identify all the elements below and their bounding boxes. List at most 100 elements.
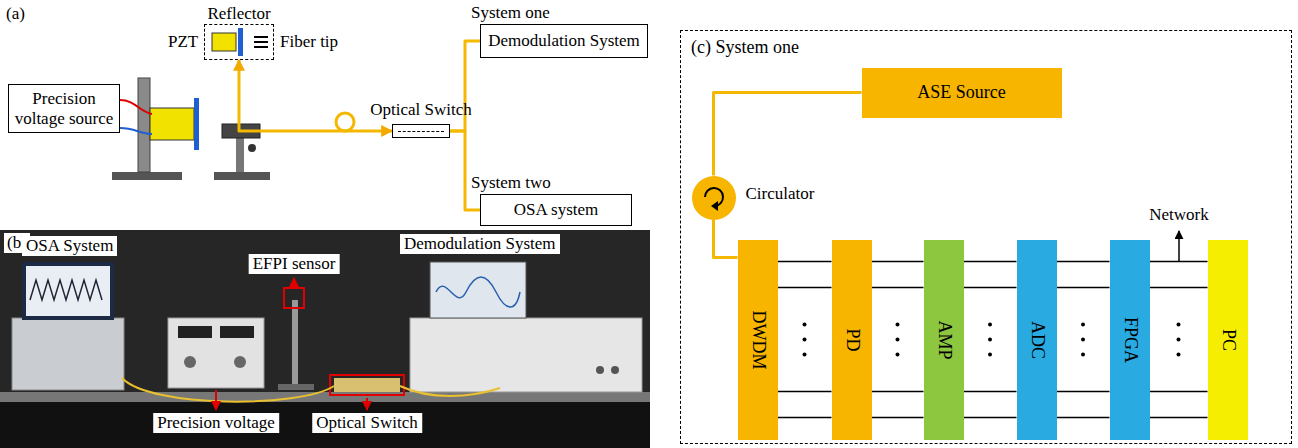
reflector-box: Reflector	[204, 24, 274, 60]
setup-photo	[436, 277, 520, 307]
fiber-connector	[714, 220, 738, 258]
setup-photo	[330, 375, 404, 395]
bus-dot	[988, 338, 992, 342]
setup-photo	[366, 398, 368, 410]
label-text: Fiber tip	[280, 32, 338, 52]
setup-photo	[0, 230, 650, 448]
setup-photo	[293, 278, 295, 286]
fiber-connector	[714, 93, 862, 176]
network-arrow	[1179, 231, 1180, 262]
fiber-coil	[336, 113, 354, 131]
setup-photo	[596, 366, 604, 374]
reflector-detail	[254, 46, 268, 48]
bus-line	[872, 261, 924, 263]
heading-text: PC	[1217, 328, 1238, 350]
bus-line	[1150, 391, 1208, 393]
setup-photo	[430, 262, 526, 318]
setup-photo	[30, 280, 102, 300]
bus-dot	[896, 323, 900, 327]
bus-line	[778, 261, 832, 263]
bus-dot	[1081, 338, 1085, 342]
process-box: FPGA	[1110, 240, 1150, 440]
setup-photo	[184, 356, 196, 368]
fiber-connector	[239, 60, 392, 131]
voltage-source-box: Precision voltage source	[8, 84, 120, 133]
mount-illustration	[138, 78, 150, 172]
heading-text: System one	[471, 3, 550, 23]
bus-line	[1057, 417, 1110, 419]
circulator-arc	[705, 188, 723, 206]
heading-text: DWDM	[747, 310, 768, 369]
reflector-detail	[212, 28, 268, 56]
setup-photo	[168, 318, 264, 388]
bus-line	[1150, 417, 1208, 419]
reflector-detail	[254, 41, 268, 43]
bus-line	[964, 391, 1017, 393]
signal-bus	[1150, 262, 1208, 418]
bus-line	[964, 287, 1017, 289]
bus-line	[872, 287, 924, 289]
heading-text: PD	[841, 328, 862, 351]
bus-dot	[803, 338, 807, 342]
bus-dot	[896, 353, 900, 357]
label-text: Network	[1149, 205, 1208, 225]
label-text: (a)	[6, 4, 25, 24]
fiber-connector	[450, 131, 480, 210]
heading-text: Reflector	[207, 4, 270, 24]
signal-bus	[778, 262, 832, 418]
label-text: PZT	[168, 32, 198, 52]
setup-photo	[122, 378, 334, 402]
heading-text: Circulator	[746, 184, 815, 204]
heading-text: (c) System one	[691, 37, 799, 58]
mount-illustration	[214, 172, 270, 180]
reflector-detail	[254, 36, 268, 38]
bus-line	[778, 391, 832, 393]
setup-photo	[400, 386, 500, 396]
heading-text: FPGA	[1119, 316, 1140, 362]
signal-bus	[964, 262, 1017, 418]
signal-bus	[1057, 262, 1110, 418]
bus-line	[1057, 391, 1110, 393]
setup-photo	[220, 326, 254, 338]
setup-photo	[410, 318, 642, 392]
setup-photo	[334, 378, 400, 392]
bus-dot	[1177, 353, 1181, 357]
box-text: Precision voltage source	[14, 89, 114, 128]
bus-dot	[803, 323, 807, 327]
label-text: Optical Switch	[312, 413, 422, 433]
bus-dot	[1177, 338, 1181, 342]
heading-text: Optical Switch	[370, 100, 472, 120]
box-text: Demodulation System	[488, 31, 640, 51]
process-box: AMP	[924, 240, 964, 440]
setup-photo	[26, 266, 110, 316]
setup-photo	[292, 300, 298, 386]
reflector-detail	[238, 28, 243, 56]
setup-photo	[178, 326, 212, 338]
setup-photo	[0, 402, 650, 448]
bus-line	[1057, 261, 1110, 263]
box-text: ASE Source	[917, 82, 1006, 103]
mount-illustration	[150, 108, 194, 140]
system-box: System oneDemodulation System	[480, 24, 648, 58]
bus-dot	[1177, 323, 1181, 327]
process-box: ADC	[1017, 240, 1057, 440]
voltage-wires	[120, 100, 152, 114]
voltage-wires	[120, 128, 152, 134]
setup-photo	[284, 288, 304, 308]
bus-line	[964, 417, 1017, 419]
setup-photo	[0, 230, 650, 448]
label-text: OSA System	[22, 236, 117, 256]
bus-line	[1150, 261, 1208, 263]
bus-dot	[896, 338, 900, 342]
process-box: PC	[1208, 240, 1248, 440]
label-text: Precision voltage	[153, 413, 279, 433]
reflector-detail	[212, 33, 236, 51]
heading-text: ADC	[1026, 320, 1047, 358]
mount-illustration	[248, 144, 256, 152]
setup-photo	[611, 366, 619, 374]
switch-line	[398, 131, 444, 132]
setup-photo	[0, 392, 650, 402]
mount-illustration	[112, 172, 182, 180]
